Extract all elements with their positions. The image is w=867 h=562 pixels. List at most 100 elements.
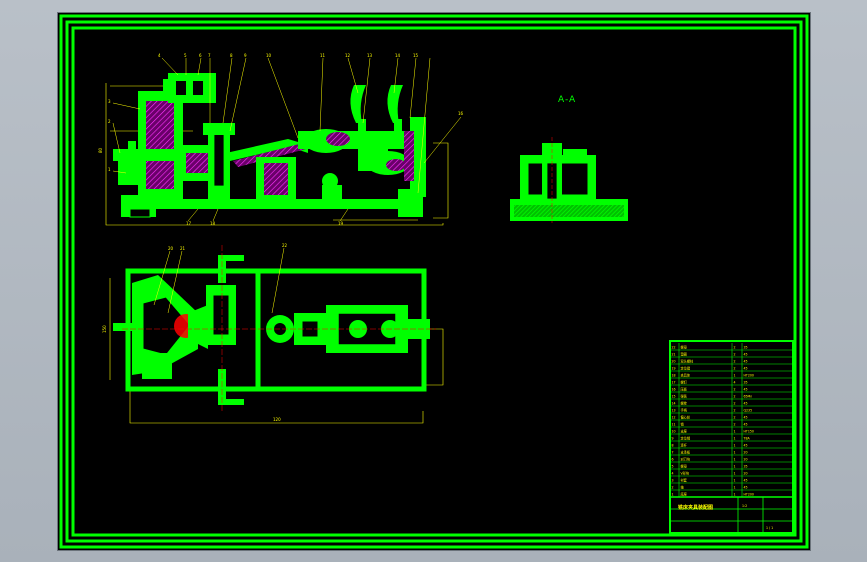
bom-cell-mat: 45 [744,359,748,363]
bom-cell-no: 1 [672,492,674,496]
bom-cell-no: 14 [672,401,676,405]
bom-cell-no: 10 [672,429,676,433]
front-view: 4 5 6 7 8 9 10 11 12 13 14 15 16 3 2 1 1… [98,53,464,226]
bom-cell-mat: 45 [744,387,748,391]
bom-cell-no: 15 [672,394,676,398]
bom-cell-no: 18 [672,373,676,377]
cad-viewport[interactable]: 4 5 6 7 8 9 10 11 12 13 14 15 16 3 2 1 1… [58,13,810,550]
title-block: 铣床夹具装配图 1:2 1 / 1 [669,496,794,534]
bom-cell-mat: 35 [744,464,748,468]
bom-cell-no: 6 [672,457,674,461]
callout-label: 22 [282,243,288,248]
bom-cell-qty: 2 [734,345,736,349]
scale-text: 1:2 [742,504,747,508]
bom-row: 18 夹具体 1 HT200 [672,372,754,377]
sheet-number: 1 / 1 [766,526,773,530]
bom-cell-name: 轴 [681,484,684,489]
callout-label: 19 [338,221,344,226]
bom-cell-qty: 2 [734,366,736,370]
bom-row: 10 支座 1 HT150 [672,428,754,433]
callout-label: 10 [266,53,272,58]
bom-cell-mat: 45 [744,401,748,405]
bom-cell-name: V形块 [681,470,690,475]
bom-cell-mat: 45 [744,478,748,482]
bom-cell-no: 21 [672,352,676,356]
bom-cell-qty: 1 [734,485,736,489]
bom-cell-name: 夹具体 [681,372,691,377]
bom-cell-name: 螺母 [681,463,687,468]
bom-cell-name: 底座 [681,491,688,496]
bom-cell-qty: 1 [734,429,736,433]
bom-cell-no: 17 [672,380,676,384]
bom-row: 9 定位销 1 T8A [672,435,751,440]
bom-cell-qty: 1 [734,471,736,475]
bom-cell-mat: 45 [744,422,748,426]
callout-label: 3 [108,99,111,104]
bom-cell-name: 支座 [681,428,688,433]
bom-cell-mat: 45 [744,366,748,370]
bom-cell-qty: 2 [734,408,736,412]
bom-cell-mat: HT200 [744,373,754,377]
bom-cell-qty: 1 [734,443,736,447]
bom-cell-qty: 1 [734,492,736,496]
bom-cell-name: 压板 [681,386,688,391]
bom-cell-name: 垫圈 [681,351,687,356]
bom-row: 14 螺栓 2 45 [672,400,748,405]
clamp-handle-right [387,85,403,135]
bom-cell-qty: 2 [734,352,736,356]
bom-row: 19 定位键 2 45 [672,365,748,370]
bom-cell-no: 9 [672,436,674,440]
bom-cell-no: 7 [672,450,674,454]
bom-cell-qty: 1 [734,436,736,440]
bom-cell-name: 螺栓 [681,400,688,405]
bom-cell-no: 2 [672,485,674,489]
bom-cell-name: 连杆 [681,442,688,447]
bom-cell-qty: 2 [734,415,736,419]
bom-cell-mat: Q235 [744,408,753,412]
bom-cell-name: 双头螺柱 [681,358,695,363]
bom-cell-no: 19 [672,366,676,370]
bom-cell-qty: 2 [734,401,736,405]
bom-cell-mat: 35 [744,380,748,384]
bom-cell-mat: T8A [743,436,751,440]
bom-cell-no: 13 [672,408,676,412]
bom-cell-name: 螺母 [681,344,687,349]
callout-label: 1 [108,167,111,172]
callout-label: 13 [367,53,373,58]
bom-cell-name: 定位键 [681,365,691,370]
dimension-text: 80 [98,147,103,153]
plan-view: 20 21 22 150 120 [102,243,444,424]
bom-cell-no: 5 [672,464,674,468]
drawing-title: 铣床夹具装配图 [678,504,713,511]
callout-label: 20 [168,246,174,251]
bom-cell-qty: 1 [734,373,736,377]
bom-row: 21 垫圈 2 45 [672,351,748,356]
bom-cell-mat: 45 [744,443,748,447]
bom-cell-mat: HT150 [744,429,754,433]
callout-label: 17 [186,221,192,226]
assembly-drawing: 4 5 6 7 8 9 10 11 12 13 14 15 16 3 2 1 1… [59,14,809,549]
bom-cell-mat: 45 [744,415,748,419]
bom-cell-no: 4 [672,471,674,475]
bom-cell-name: 衬套 [681,477,688,482]
bom-cell-qty: 1 [734,478,736,482]
callout-label: 4 [158,53,161,58]
bom-cell-name: 销 [681,421,685,426]
callout-label: 11 [320,53,326,58]
bom-cell-name: 定位销 [681,435,691,440]
bom-cell-qty: 4 [734,380,736,384]
dimension-text: 120 [273,417,281,422]
bom-cell-qty: 2 [734,394,736,398]
bom-cell-no: 16 [672,387,676,391]
bom-cell-name: 对刀块 [681,456,691,461]
callout-label: 14 [395,53,401,58]
callout-label: 9 [244,53,247,58]
bom-cell-mat: 45 [744,352,748,356]
